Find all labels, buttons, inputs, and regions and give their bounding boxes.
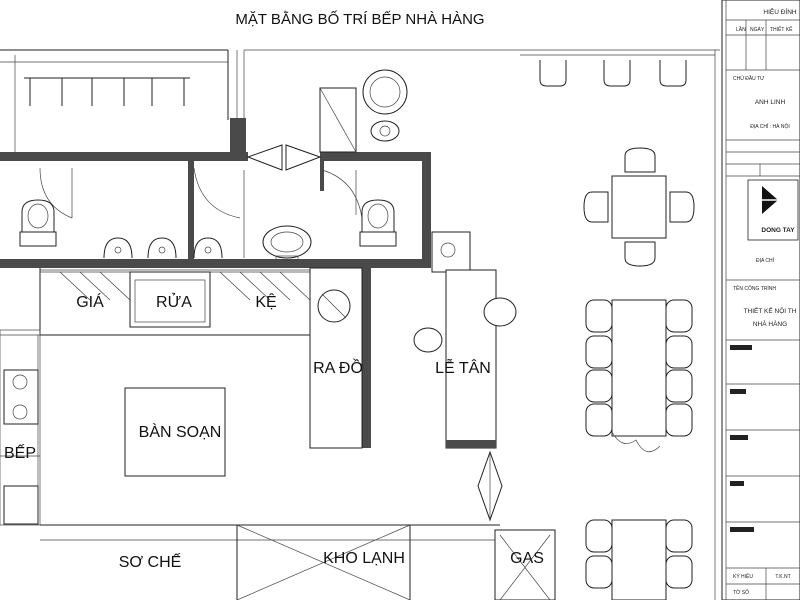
- double-door-top: [246, 144, 322, 171]
- project-name-line-2: NHÀ HÀNG: [753, 319, 787, 328]
- project-name-line-1: THIẾT KẾ NỘI TH: [744, 305, 797, 315]
- round-table-top: [362, 69, 408, 142]
- revision-col-no: LẦN: [736, 26, 746, 33]
- door-swings: [39, 167, 363, 258]
- sheet-label: TỜ SỐ: [733, 589, 749, 596]
- dining-table-long: [585, 299, 693, 453]
- room-label-reception: LỄ TÂN: [435, 358, 491, 377]
- revision-col-content: THIẾT KẾ: [770, 26, 793, 33]
- revision-col-date: NGÀY: [750, 26, 765, 33]
- equipment-box: [431, 231, 471, 273]
- walls: [0, 118, 431, 448]
- room-label-cold-storage: KHO LẠNH: [323, 550, 405, 567]
- room-label-stove: BẾP: [4, 443, 36, 462]
- dining-table-bottom: [585, 519, 693, 600]
- room-label-shelf: GIÁ: [76, 292, 104, 311]
- plan-title: MẶT BẰNG BỐ TRÍ BẾP NHÀ HÀNG: [235, 10, 484, 28]
- dining-table-four: [583, 147, 695, 267]
- toilets: [19, 199, 397, 247]
- owner-label: CHỦ ĐẦU TƯ: [733, 75, 765, 82]
- kitchen-layout: [0, 267, 556, 600]
- drawing-no-label: KÝ HIỆU: [733, 572, 753, 580]
- wash-basins: [103, 225, 312, 261]
- drawing-no: T.K.NT: [775, 574, 790, 580]
- company-address: ĐỊA CHỈ: [756, 257, 775, 264]
- room-label-washing: RỬA: [156, 292, 192, 311]
- room-label-gas: GAS: [510, 550, 544, 567]
- bar-stools: [520, 54, 715, 87]
- revision-header: HIỆU ĐÍNH: [763, 7, 797, 16]
- cabinet-top: [319, 87, 357, 153]
- room-label-preprocessing: SƠ CHẾ: [119, 552, 182, 571]
- room-label-prep-table: BÀN SOẠN: [139, 422, 222, 441]
- counter-stools: [24, 77, 190, 106]
- company-name: DONG TAY: [761, 227, 795, 234]
- owner-address: ĐỊA CHỈ : HÀ NỘI: [750, 123, 789, 130]
- room-label-rack: KỆ: [255, 292, 276, 311]
- reception-counter: [413, 269, 517, 522]
- project-label: TÊN CÔNG TRÌNH: [733, 284, 776, 292]
- owner-name: ANH LINH: [755, 99, 786, 106]
- room-label-dispatch: RA ĐỒ: [313, 358, 363, 377]
- title-block: HIỆU ĐÍNH LẦN NGÀY THIẾT KẾ CHỦ ĐẦU TƯ A…: [721, 0, 800, 600]
